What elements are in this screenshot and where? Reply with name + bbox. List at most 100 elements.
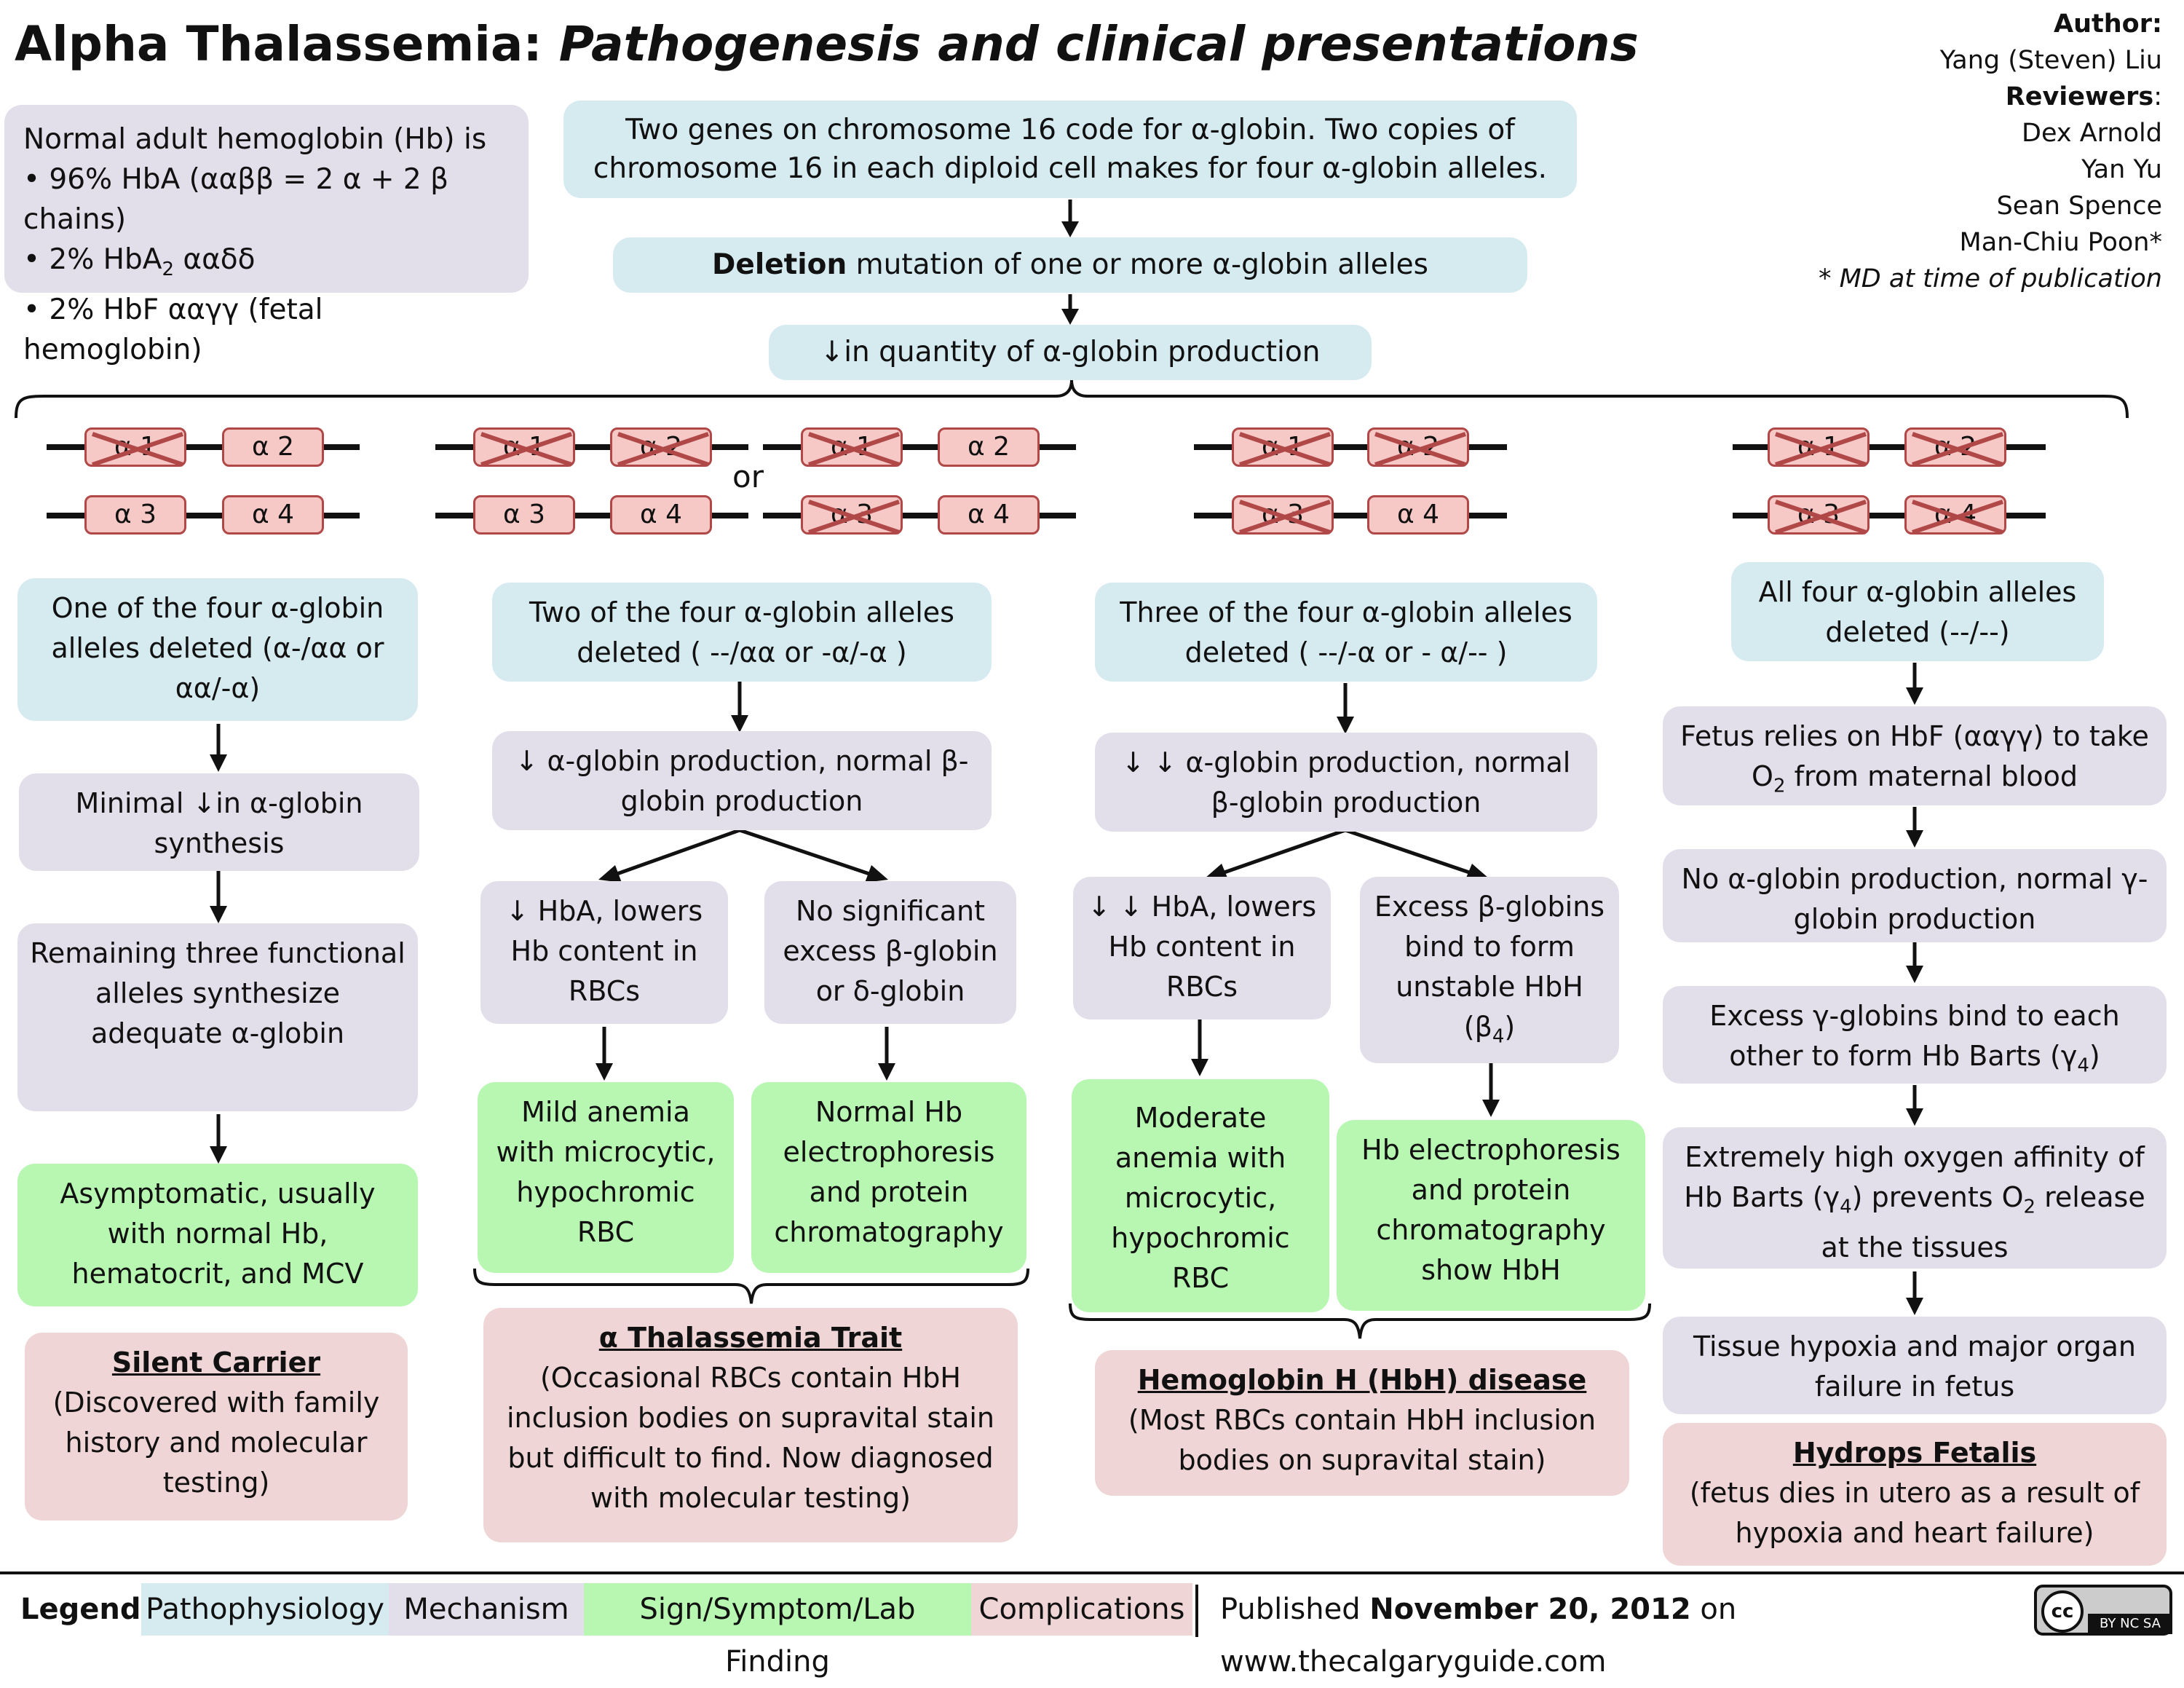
normal-hb-box: Normal adult hemoglobin (Hb) is • 96% Hb… [4, 105, 529, 366]
decrease-box: ↓in quantity of α-globin production [769, 325, 1372, 380]
reviewers-label-row: Reviewers: [2005, 82, 2162, 111]
allele-deleted: α 1 [1232, 427, 1334, 467]
cross-icon [92, 432, 183, 467]
allele: α 2 [938, 427, 1040, 467]
allele: α 4 [222, 495, 324, 535]
author-name: Yang (Steven) Liu [1939, 46, 2162, 75]
deletion-rest: mutation of one or more α-globin alleles [847, 248, 1428, 281]
cross-icon [617, 432, 709, 467]
col3-hba: ↓ ↓ HbA, lowers Hb content in RBCs [1073, 877, 1331, 1019]
chromosome-line [1194, 513, 1507, 518]
legend: Legend: Pathophysiology Mechanism Sign/S… [0, 1571, 2184, 1679]
col4-hypoxia: Tissue hypoxia and major organ failure i… [1663, 1317, 2167, 1414]
chromosome-line [435, 513, 748, 518]
col4-fetus: Fetus relies on HbF (ααγγ) to take O2 fr… [1663, 706, 2167, 805]
col1-remaining: Remaining three functional alleles synth… [17, 923, 418, 1111]
allele: α 2 [222, 427, 324, 467]
col3-electrophoresis-hbh: Hb electrophoresis and protein chromatog… [1337, 1120, 1645, 1311]
col1-minimal: Minimal ↓in α-globin synthesis [19, 773, 419, 871]
col3-deleted: Three of the four α-globin alleles delet… [1095, 583, 1597, 682]
silent-carrier-box: Silent Carrier (Discovered with family h… [25, 1333, 408, 1521]
cross-icon [808, 432, 900, 467]
legend-pathophysiology: Pathophysiology [141, 1583, 389, 1636]
legend-complications: Complications [971, 1583, 1192, 1636]
reviewer-name: Man-Chiu Poon* [1959, 228, 2162, 257]
credits: Author: Yang (Steven) Liu Reviewers: Dex… [1819, 6, 2162, 297]
hydrops-fetalis-box: Hydrops Fetalis (fetus dies in utero as … [1663, 1423, 2167, 1566]
col4-deleted: All four α-globin alleles deleted (--/--… [1731, 562, 2104, 661]
allele-deleted: α 3 [1768, 495, 1870, 535]
chromosome-line [1194, 444, 1507, 450]
col4-excess-gamma: Excess γ-globins bind to each other to f… [1663, 986, 2167, 1084]
allele-deleted: α 4 [1904, 495, 2006, 535]
title-sub: Pathogenesis and clinical presentations [558, 16, 1639, 72]
allele-deleted: α 1 [1768, 427, 1870, 467]
col4-no-alpha: No α-globin production, normal γ-globin … [1663, 849, 2167, 942]
allele-deleted: α 1 [84, 427, 186, 467]
title-main: Alpha Thalassemia: [15, 16, 542, 72]
cross-icon [1775, 432, 1867, 467]
col3-moderate-anemia: Moderate anemia with microcytic, hypochr… [1072, 1079, 1329, 1312]
silent-carrier-title: Silent Carrier [111, 1346, 321, 1379]
genes-box: Two genes on chromosome 16 code for α-gl… [563, 100, 1577, 198]
or-label: or [732, 459, 764, 494]
chromosome-line [763, 444, 1076, 450]
normal-hb-line: • 2% HbA2 ααδδ [23, 243, 256, 280]
hbh-disease-box: Hemoglobin H (HbH) disease (Most RBCs co… [1095, 1350, 1629, 1496]
allele: α 4 [938, 495, 1040, 535]
allele-deleted: α 2 [1904, 427, 2006, 467]
col2-mild-anemia: Mild anemia with microcytic, hypochromic… [478, 1082, 734, 1273]
hbh-body: (Most RBCs contain HbH inclusion bodies … [1128, 1404, 1597, 1476]
reviewer-name: Yan Yu [2081, 155, 2162, 184]
allele: α 3 [473, 495, 575, 535]
cross-icon [1912, 432, 2003, 467]
cross-icon [1912, 500, 2003, 535]
cross-icon [1239, 500, 1331, 535]
cross-icon [1374, 432, 1466, 467]
col2-deleted: Two of the four α-globin alleles deleted… [492, 583, 992, 682]
allele-deleted: α 3 [801, 495, 903, 535]
chromosome-line [1733, 444, 2046, 450]
chromosome-line [47, 444, 360, 450]
col1-asymptomatic: Asymptomatic, usually with normal Hb, he… [17, 1164, 418, 1306]
allele: α 4 [610, 495, 712, 535]
credits-note: * MD at time of publication [1818, 264, 2162, 293]
col4-oxygen-affinity: Extremely high oxygen affinity of Hb Bar… [1663, 1127, 2167, 1269]
col3-excess-beta: Excess β-globins bind to form unstable H… [1360, 877, 1619, 1063]
col1-deleted: One of the four α-globin alleles deleted… [17, 578, 418, 721]
col2-no-excess: No significant excess β-globin or δ-glob… [764, 881, 1016, 1024]
reviewers-label: Reviewers [2005, 82, 2154, 111]
allele-deleted: α 1 [473, 427, 575, 467]
chromosome-line [47, 513, 360, 518]
cc-icon: cc [2041, 1590, 2084, 1633]
col2-normal-electrophoresis: Normal Hb electrophoresis and protein ch… [751, 1082, 1026, 1273]
deletion-box: Deletion mutation of one or more α-globi… [613, 237, 1527, 293]
chromosome-line [435, 444, 748, 450]
chromosome-line [763, 513, 1076, 518]
cross-icon [480, 432, 572, 467]
cross-icon [808, 500, 900, 535]
silent-carrier-body: (Discovered with family history and mole… [52, 1387, 380, 1499]
trait-box: α Thalassemia Trait (Occasional RBCs con… [483, 1308, 1018, 1542]
author-label: Author: [2054, 9, 2162, 39]
allele: α 3 [84, 495, 186, 535]
published-note: Published November 20, 2012 on www.theca… [1220, 1593, 1737, 1679]
trait-body: (Occasional RBCs contain HbH inclusion b… [506, 1362, 995, 1514]
legend-label: Legend: [20, 1593, 153, 1626]
allele: α 4 [1367, 495, 1469, 535]
page-title: Alpha Thalassemia: Pathogenesis and clin… [15, 16, 1639, 72]
hbh-title: Hemoglobin H (HbH) disease [1137, 1364, 1587, 1396]
deletion-bold: Deletion [712, 248, 847, 281]
normal-hb-line: • 96% HbA (ααββ = 2 α + 2 β chains) [23, 163, 449, 236]
normal-hb-line: Normal adult hemoglobin (Hb) is [23, 123, 487, 156]
cross-icon [1239, 432, 1331, 467]
allele-deleted: α 1 [801, 427, 903, 467]
legend-mechanism: Mechanism [389, 1583, 584, 1636]
allele-deleted: α 3 [1232, 495, 1334, 535]
cc-terms: BY NC SA [2088, 1614, 2172, 1634]
col2-hba: ↓ HbA, lowers Hb content in RBCs [480, 881, 728, 1024]
col2-production: ↓ α-globin production, normal β-globin p… [492, 731, 992, 830]
cc-license-icon: cc BY NC SA [2034, 1585, 2172, 1636]
reviewer-name: Sean Spence [1996, 192, 2162, 221]
cross-icon [1775, 500, 1867, 535]
